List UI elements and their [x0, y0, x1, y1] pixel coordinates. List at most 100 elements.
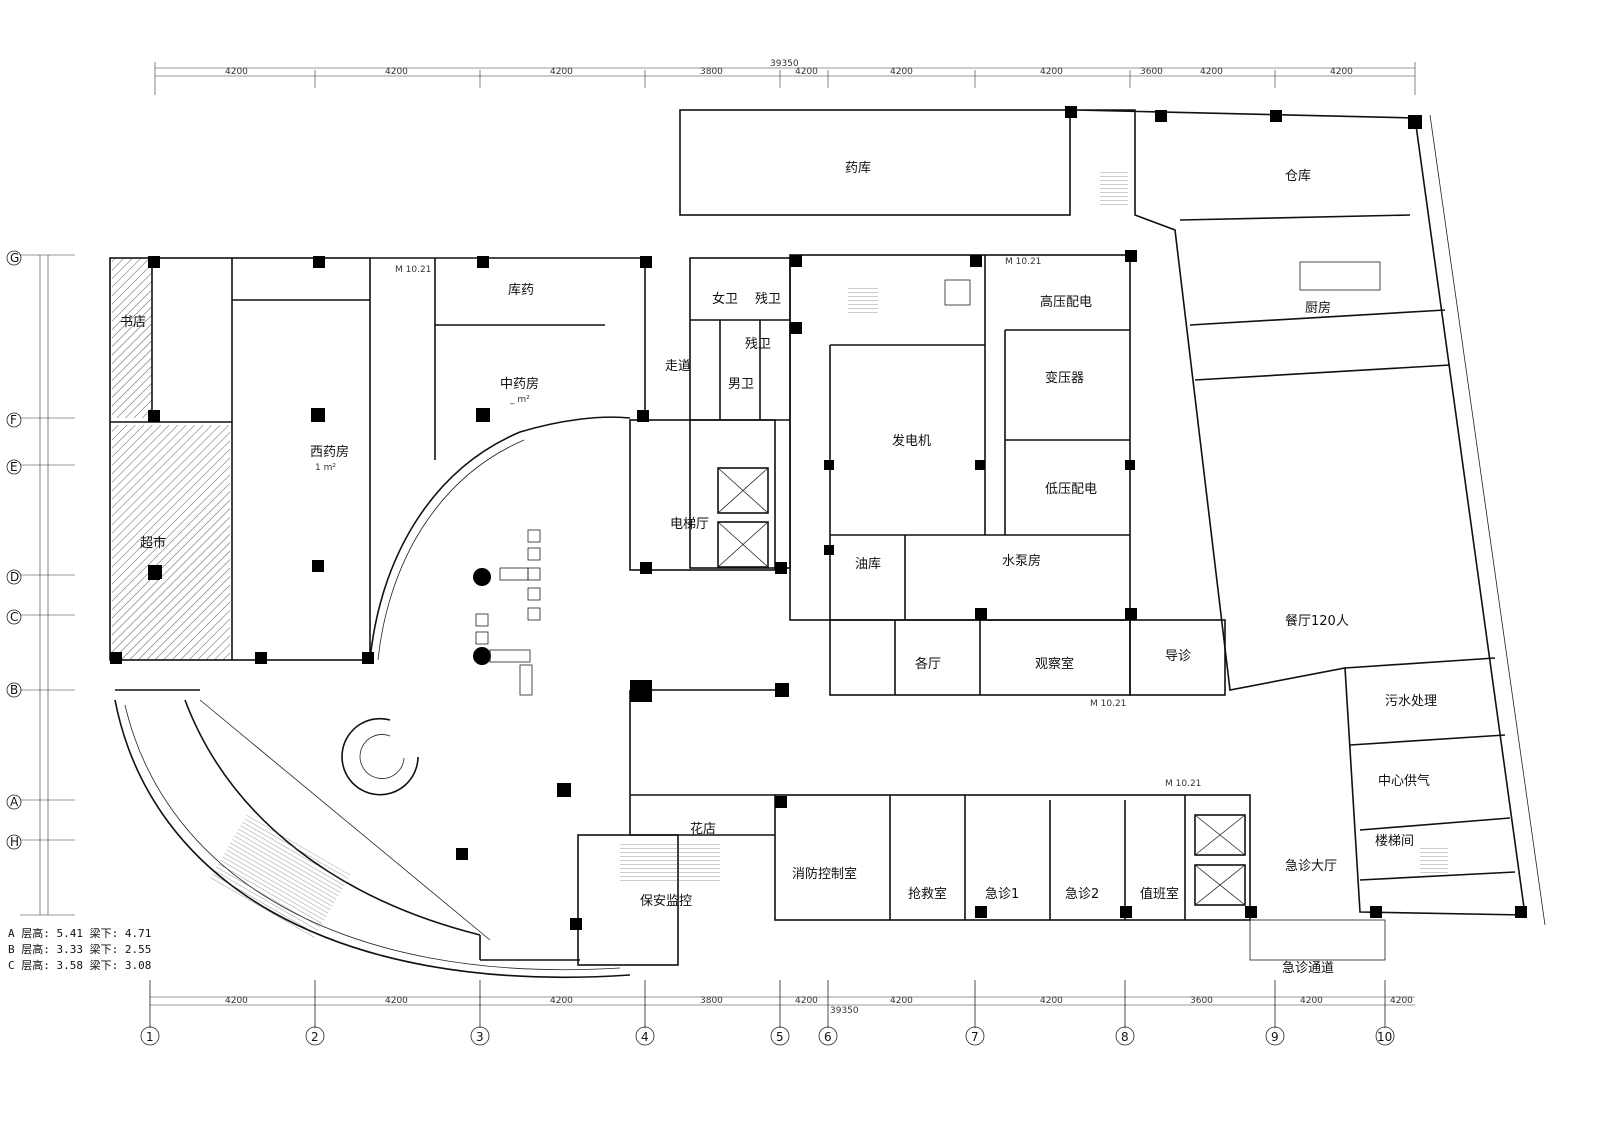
top-dim-9: 4200	[1200, 67, 1223, 77]
bottom-dim-9: 4200	[1300, 996, 1323, 1006]
label-xiyao: 西药房	[310, 444, 349, 460]
label-qiangjiu: 抢救室	[908, 886, 947, 902]
bottom-dim-6: 4200	[890, 996, 913, 1006]
walls	[109, 109, 1546, 979]
grid-left-A: A	[10, 795, 19, 809]
label-canwei2: 残卫	[745, 337, 771, 352]
grid-bottom-7: 7	[971, 1030, 979, 1044]
central-stairs	[620, 842, 720, 882]
grid-bottom-6: 6	[824, 1030, 832, 1044]
top-dim-7: 4200	[1040, 67, 1063, 77]
label-yaoku: 药库	[845, 160, 871, 176]
label-cangku: 仓库	[1285, 168, 1311, 184]
label-zhongxin: 中心供气	[1378, 773, 1430, 789]
bottom-grid-bubbles: 1 2 3 4 5 6 7 8 9 10	[140, 980, 1395, 1046]
bottom-dim-10: 4200	[1390, 996, 1413, 1006]
grid-left-E: E	[10, 460, 18, 474]
door-tag: M 10.21	[1005, 257, 1041, 267]
shop-hatch-top	[112, 258, 152, 418]
label-jizhendating: 急诊大厅	[1285, 859, 1337, 874]
grid-left-H: H	[10, 835, 19, 849]
label-diaoti: 电梯厅	[670, 517, 709, 532]
label-chaoshi: 超市	[140, 535, 166, 551]
columns	[110, 106, 1527, 930]
bottom-dim-total: 39350	[830, 1006, 859, 1016]
grid-left-C: C	[10, 610, 18, 624]
room-labels: 药库 仓库 厨房 餐厅120人 女卫 残卫 残卫 男卫 走道 电梯厅 发电机 高…	[120, 160, 1437, 976]
bottom-dim-7: 4200	[1040, 996, 1063, 1006]
shop-hatch-bottom	[112, 425, 230, 660]
grid-bottom-9: 9	[1271, 1030, 1279, 1044]
label-wushui: 污水处理	[1385, 694, 1437, 709]
label-kuyao: 库药	[508, 282, 534, 298]
label-zhiban: 值班室	[1140, 886, 1179, 902]
label-chufang: 厨房	[1305, 300, 1331, 316]
label-zhongyao-area: _ m²	[509, 395, 530, 405]
grid-left-D: D	[10, 570, 19, 584]
label-daozhen: 导诊	[1165, 649, 1191, 664]
door-tag: M 10.21	[1165, 779, 1201, 789]
north-stairs	[1100, 170, 1128, 205]
top-dim-total: 39350	[770, 59, 799, 69]
bottom-dim-5: 4200	[795, 996, 818, 1006]
door-tag: M 10.21	[1090, 699, 1126, 709]
grid-bottom-5: 5	[776, 1030, 784, 1044]
label-loutijian: 楼梯间	[1375, 834, 1414, 849]
top-dim-4: 3800	[700, 67, 723, 77]
bottom-dimension-chain: 4200 4200 4200 3800 4200 4200 4200 3600 …	[150, 996, 1415, 1016]
atrium-features	[341, 529, 541, 796]
grid-left-G: G	[10, 251, 19, 265]
bottom-dim-4: 3800	[700, 996, 723, 1006]
left-dimension-chain	[20, 254, 75, 916]
label-xiaofang: 消防控制室	[792, 866, 857, 882]
door-tag: M 10.21	[395, 265, 431, 275]
top-dim-5: 4200	[795, 67, 818, 77]
label-nvwei: 女卫	[712, 291, 738, 307]
label-zoudao: 走道	[665, 359, 691, 374]
legend-c: C 层高: 3.58 梁下: 3.08	[8, 958, 151, 972]
left-grid-bubbles: G F E D C B A H	[6, 250, 22, 850]
label-youku: 油库	[855, 556, 881, 572]
bottom-dim-8: 3600	[1190, 996, 1213, 1006]
grid-bottom-2: 2	[311, 1030, 319, 1044]
grid-left-F: F	[10, 413, 17, 427]
grid-bottom-3: 3	[476, 1030, 484, 1044]
top-dim-8: 3600	[1140, 67, 1163, 77]
top-dim-2: 4200	[385, 67, 408, 77]
label-jizhentongdao: 急诊通道	[1282, 961, 1334, 976]
label-jizhen2: 急诊2	[1065, 887, 1099, 902]
label-baoan: 保安监控	[640, 894, 692, 909]
legend-b: B 层高: 3.33 梁下: 2.55	[8, 942, 151, 956]
label-canwei1: 残卫	[755, 292, 781, 307]
bottom-dim-2: 4200	[385, 996, 408, 1006]
mech-stairs	[848, 285, 878, 315]
label-jizhen1: 急诊1	[985, 887, 1019, 902]
label-gejian: 各厅	[915, 656, 941, 672]
grid-bottom-4: 4	[641, 1030, 649, 1044]
label-shuibeng: 水泵房	[1002, 553, 1041, 569]
atrium-stairs	[209, 814, 351, 940]
label-canting: 餐厅120人	[1285, 613, 1349, 629]
east-stairs	[1420, 848, 1448, 876]
label-nanwei: 男卫	[728, 377, 754, 392]
bottom-dim-1: 4200	[225, 996, 248, 1006]
top-dim-3: 4200	[550, 67, 573, 77]
label-gaoya: 高压配电	[1040, 294, 1092, 310]
label-xiyao-area: 1 m²	[315, 463, 336, 473]
grid-left-B: B	[10, 683, 18, 697]
height-legend: A 层高: 5.41 梁下: 4.71 B 层高: 3.33 梁下: 2.55 …	[8, 926, 151, 972]
legend-a: A 层高: 5.41 梁下: 4.71	[8, 926, 151, 940]
label-shudian: 书店	[120, 315, 146, 330]
top-dim-1: 4200	[225, 67, 248, 77]
label-zhongyao: 中药房	[500, 376, 539, 392]
label-guancha: 观察室	[1035, 656, 1074, 672]
label-fadianji: 发电机	[892, 433, 931, 449]
top-dim-6: 4200	[890, 67, 913, 77]
label-huadian: 花店	[690, 821, 716, 837]
top-dim-10: 4200	[1330, 67, 1353, 77]
door-tags: M 10.21 M 10.21 M 10.21 M 10.21	[395, 257, 1201, 789]
top-dimension-chain: 4200 4200 4200 3800 4200 4200 4200 3600 …	[154, 59, 1416, 95]
bottom-dim-3: 4200	[550, 996, 573, 1006]
grid-bottom-8: 8	[1121, 1030, 1129, 1044]
